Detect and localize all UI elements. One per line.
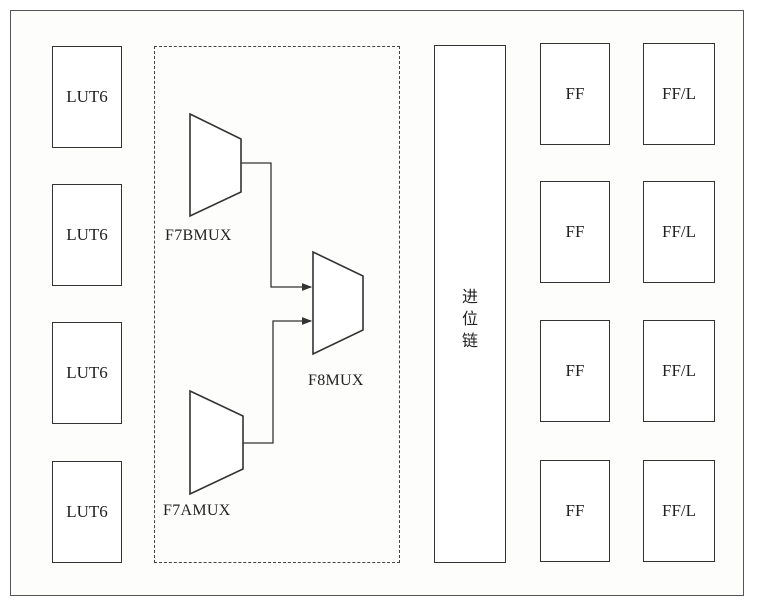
ff-label: FF (565, 501, 585, 520)
lut6-block-1: LUT6 (52, 46, 122, 148)
wire-f7a-to-f8 (243, 317, 313, 444)
lut6-label: LUT6 (66, 87, 108, 106)
ff-block-3: FF (540, 320, 610, 422)
ff-block-1: FF (540, 43, 610, 145)
lut6-label: LUT6 (66, 502, 108, 521)
lut6-block-2: LUT6 (52, 184, 122, 286)
f7bmux-label: F7BMUX (165, 227, 232, 244)
mux-region (154, 46, 400, 563)
ff-label: FF (565, 222, 585, 241)
ffl-label: FF/L (661, 501, 697, 520)
f7amux-label: F7AMUX (163, 502, 231, 519)
ffl-label: FF/L (661, 84, 697, 103)
f7bmux-shape (189, 112, 242, 218)
ffl-block-3: FF/L (643, 320, 715, 422)
f7amux-shape (189, 389, 244, 496)
ffl-block-1: FF/L (643, 43, 715, 145)
f8mux-shape (312, 250, 364, 356)
ffl-block-2: FF/L (643, 181, 715, 283)
slice-boundary (10, 10, 744, 596)
ff-label: FF (565, 84, 585, 103)
wire-f7b-to-f8 (241, 162, 313, 291)
ffl-label: FF/L (661, 222, 697, 241)
ff-label: FF (565, 361, 585, 380)
f8mux-label: F8MUX (308, 372, 364, 389)
carry-chain-block: 进位链 (434, 45, 506, 563)
carry-chain-label: 进位链 (461, 287, 478, 350)
lut6-block-3: LUT6 (52, 322, 122, 424)
lut6-label: LUT6 (66, 225, 108, 244)
ff-block-2: FF (540, 181, 610, 283)
ffl-label: FF/L (661, 361, 697, 380)
ffl-block-4: FF/L (643, 460, 715, 562)
lut6-label: LUT6 (66, 363, 108, 382)
ff-block-4: FF (540, 460, 610, 562)
lut6-block-4: LUT6 (52, 461, 122, 563)
